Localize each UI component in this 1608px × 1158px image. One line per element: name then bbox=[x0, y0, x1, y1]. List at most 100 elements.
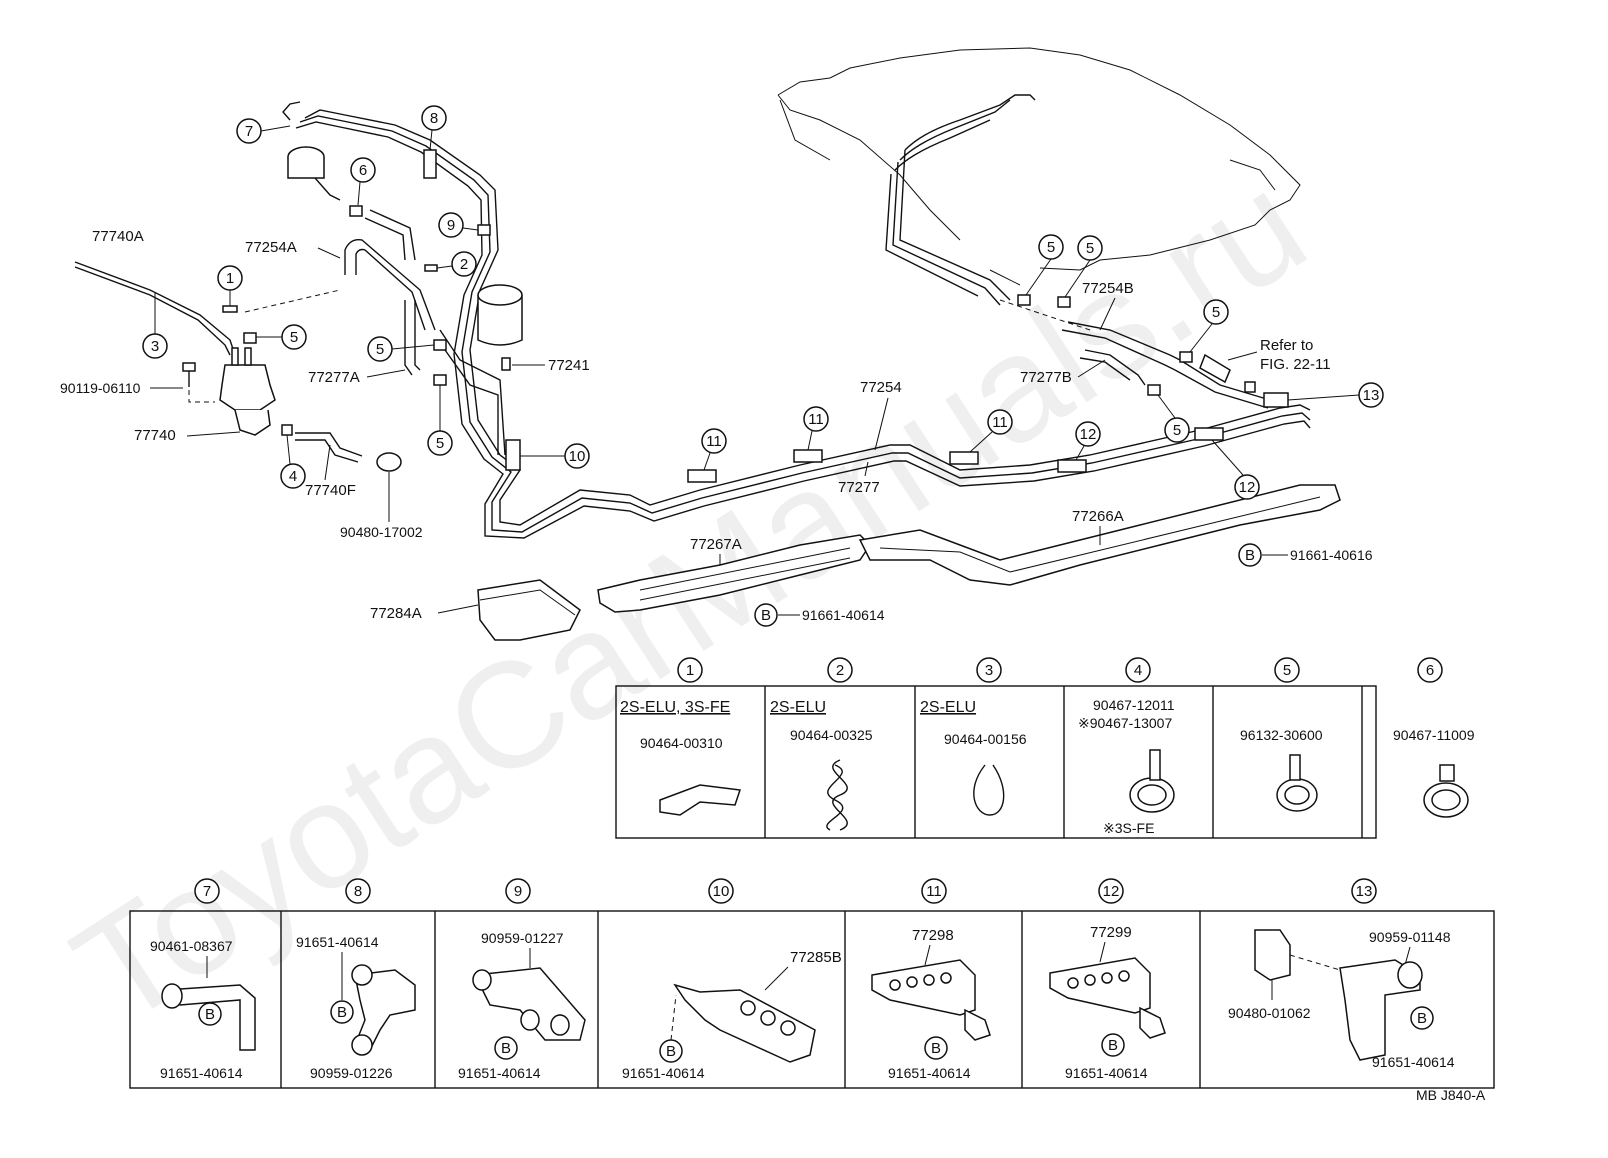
callout-5d: 5 bbox=[1025, 234, 1064, 296]
svg-text:5: 5 bbox=[376, 341, 384, 358]
svg-text:8: 8 bbox=[430, 110, 438, 127]
svg-text:B: B bbox=[205, 1006, 215, 1023]
table-bottom-num-10: 10 bbox=[713, 883, 730, 900]
table-top-part-2: 90464-00325 bbox=[790, 727, 873, 743]
callout-11b: 11 bbox=[803, 406, 829, 451]
callout-11a: 11 bbox=[701, 428, 727, 471]
table-top-num-4: 4 bbox=[1134, 662, 1142, 679]
table-bottom-bottom-8: 90959-01226 bbox=[310, 1065, 393, 1081]
svg-text:4: 4 bbox=[289, 468, 297, 485]
svg-text:7: 7 bbox=[245, 123, 253, 140]
callout-5a: 5 bbox=[256, 324, 307, 350]
svg-text:B: B bbox=[1108, 1037, 1118, 1054]
svg-text:13: 13 bbox=[1363, 387, 1380, 404]
table-bottom-num-7: 7 bbox=[203, 883, 211, 900]
svg-text:11: 11 bbox=[808, 411, 824, 428]
svg-text:B: B bbox=[1245, 547, 1255, 564]
svg-text:5: 5 bbox=[290, 329, 298, 346]
svg-text:6: 6 bbox=[359, 162, 367, 179]
label-77267A: 77267A bbox=[690, 536, 742, 553]
callout-5c: 5 bbox=[427, 385, 453, 456]
label-91661-40616: 91661-40616 bbox=[1290, 547, 1373, 563]
label-77254B: 77254B bbox=[1082, 280, 1134, 297]
callout-3: 3 bbox=[142, 292, 168, 359]
table-top-num-5: 5 bbox=[1283, 662, 1291, 679]
table-top-part-6: 90467-11009 bbox=[1393, 727, 1475, 743]
table-bottom-num-8: 8 bbox=[354, 883, 362, 900]
label-77740F: 77740F bbox=[305, 482, 356, 499]
table-top-note-4: ※3S-FE bbox=[1103, 820, 1154, 836]
callout-7: 7 bbox=[236, 118, 291, 144]
table-top-header-3: 2S-ELU bbox=[920, 699, 976, 716]
callout-11c: 11 bbox=[969, 409, 1013, 453]
table-top-header-2: 2S-ELU bbox=[770, 699, 826, 716]
label-77284A: 77284A bbox=[370, 605, 422, 622]
table-top-part-4b: ※90467-13007 bbox=[1078, 715, 1172, 731]
svg-text:B: B bbox=[931, 1040, 941, 1057]
table-bottom-top-12: 77299 bbox=[1090, 924, 1132, 941]
label-90119-06110: 90119-06110 bbox=[60, 380, 141, 396]
callout-4: 4 bbox=[280, 434, 306, 489]
table-top-part-5: 96132-30600 bbox=[1240, 727, 1323, 743]
label-90480-17002: 90480-17002 bbox=[340, 524, 423, 540]
callout-10: 10 bbox=[520, 443, 590, 469]
refer-note-line2: FIG. 22-11 bbox=[1260, 356, 1331, 373]
label-77241: 77241 bbox=[548, 357, 590, 374]
label-77254A: 77254A bbox=[245, 239, 297, 256]
detail-table-top: 1 2 3 4 5 6 2S-ELU, 3S-FE 90464-00310 2S… bbox=[615, 657, 1475, 839]
vehicle-floor-outline bbox=[777, 47, 1301, 331]
table-bottom-top-7: 90461-08367 bbox=[150, 938, 233, 954]
callout-1: 1 bbox=[217, 265, 243, 306]
svg-text:5: 5 bbox=[1173, 422, 1181, 439]
table-top-num-3: 3 bbox=[985, 662, 993, 679]
svg-text:12: 12 bbox=[1080, 426, 1097, 443]
svg-text:11: 11 bbox=[706, 433, 722, 450]
svg-text:9: 9 bbox=[447, 217, 455, 234]
figure-code: MB J840-A bbox=[1416, 1087, 1486, 1103]
table-bottom-num-13: 13 bbox=[1356, 883, 1373, 900]
table-bottom-bottom-13: 91651-40614 bbox=[1372, 1054, 1455, 1070]
label-77277B: 77277B bbox=[1020, 369, 1072, 386]
svg-text:5: 5 bbox=[436, 435, 444, 452]
svg-text:B: B bbox=[337, 1004, 347, 1021]
callout-8: 8 bbox=[421, 105, 447, 151]
table-bottom-bottom-11: 91651-40614 bbox=[888, 1065, 971, 1081]
line-clamps bbox=[423, 149, 1289, 483]
label-77277A: 77277A bbox=[308, 369, 360, 386]
svg-text:2: 2 bbox=[460, 256, 468, 273]
callout-6: 6 bbox=[350, 157, 376, 206]
svg-text:B: B bbox=[1417, 1010, 1427, 1027]
label-77740: 77740 bbox=[134, 427, 176, 444]
callout-b-mid: B bbox=[754, 603, 778, 627]
svg-text:5: 5 bbox=[1047, 239, 1055, 256]
callout-5e: 5 bbox=[1064, 235, 1103, 298]
svg-text:B: B bbox=[761, 607, 771, 624]
table-bottom-left-13: 90480-01062 bbox=[1228, 1005, 1311, 1021]
callout-12b: 12 bbox=[1211, 439, 1260, 500]
detail-table-bottom: 7 8 9 10 11 12 13 90461-08367 B 91651-40… bbox=[129, 878, 1495, 1089]
label-77254: 77254 bbox=[860, 379, 902, 396]
part-labels: 77740A 77254A 90119-06110 77740 77277A 7… bbox=[60, 228, 1486, 1103]
table-top-part-1: 90464-00310 bbox=[640, 735, 723, 751]
label-91661-40614: 91661-40614 bbox=[802, 607, 885, 623]
fuel-lines bbox=[282, 101, 1311, 539]
callout-5f: 5 bbox=[1189, 299, 1229, 353]
callout-2: 2 bbox=[436, 251, 477, 277]
svg-text:1: 1 bbox=[226, 270, 234, 287]
table-bottom-top-13: 90959-01148 bbox=[1369, 929, 1451, 945]
callout-12a: 12 bbox=[1075, 421, 1101, 461]
table-top-part-3: 90464-00156 bbox=[944, 731, 1027, 747]
right-components bbox=[1017, 294, 1256, 396]
label-77266A: 77266A bbox=[1072, 508, 1124, 525]
table-bottom-bottom-10: 91651-40614 bbox=[622, 1065, 705, 1081]
table-bottom-bottom-12: 91651-40614 bbox=[1065, 1065, 1148, 1081]
table-top-num-6: 6 bbox=[1426, 662, 1434, 679]
svg-text:B: B bbox=[501, 1040, 511, 1057]
svg-text:11: 11 bbox=[992, 414, 1008, 431]
callouts: 7 8 6 9 2 1 3 5 5 5 4 10 11 11 11 12 12 … bbox=[142, 105, 1384, 627]
svg-text:5: 5 bbox=[1086, 240, 1094, 257]
table-bottom-top-8: 91651-40614 bbox=[296, 934, 379, 950]
svg-text:3: 3 bbox=[151, 338, 159, 355]
table-top-num-2: 2 bbox=[836, 662, 844, 679]
